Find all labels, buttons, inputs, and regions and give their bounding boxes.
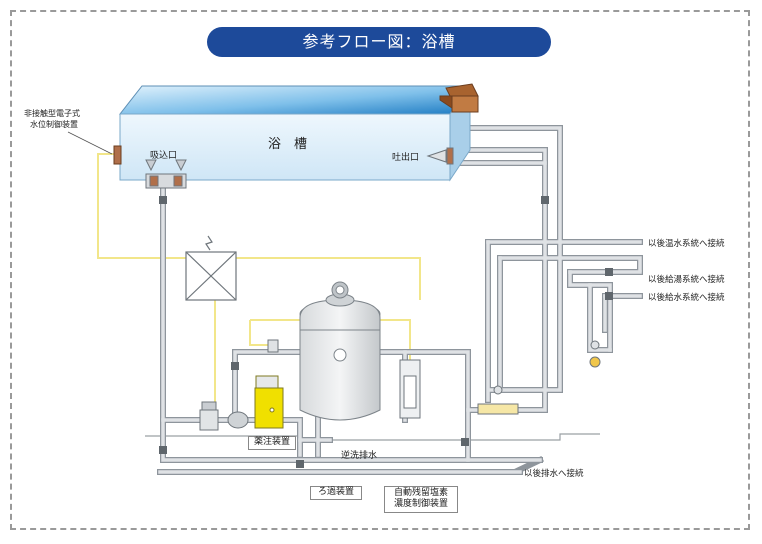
chlorine-control-label-line1: 自動残留塩素 [393,488,448,498]
circulation-pump [199,401,249,431]
level-control-label-line1: 非接触型電子式 [24,108,80,118]
inlet-label: 吸込口 [150,150,177,161]
connect-hot-label: 以後温水系統へ接続 [648,238,725,249]
flow-unit [477,340,601,415]
backwash-label: 逆洗排水 [341,449,377,461]
chlorine-control-label: 自動残留塩素 濃度制御装置 [384,486,458,513]
floor-line [145,433,600,441]
outlet-label: 吐出口 [392,151,419,163]
bath-tub [118,84,471,182]
level-control-label-line2: 水位制御装置 [30,119,78,129]
chemical-feeder [254,339,284,429]
level-sensor [113,145,122,165]
valves [159,196,613,468]
diagram-frame [10,10,750,530]
outlet-fitting [426,147,454,165]
chlorine-controller-unit [399,359,421,419]
connect-supply-hot-label: 以後給湯系統へ接続 [648,274,725,285]
diagram-title: 参考フロー図：浴槽 [207,27,551,57]
connect-drain-label: 以後排水へ接続 [524,468,584,479]
head-tank [439,83,479,113]
level-control-leader [67,131,113,155]
inlet-fittings [145,159,187,189]
bath-label: 浴 槽 [268,137,307,152]
chlorine-control-label-line2: 濃度制御装置 [393,499,448,509]
chemical-feeder-label: 薬注装置 [248,436,296,450]
filter-label: ろ過装置 [310,486,362,500]
filter-tank [299,281,381,421]
heat-exchanger [185,235,237,301]
connect-supply-water-label: 以後給水系統へ接続 [648,292,725,303]
